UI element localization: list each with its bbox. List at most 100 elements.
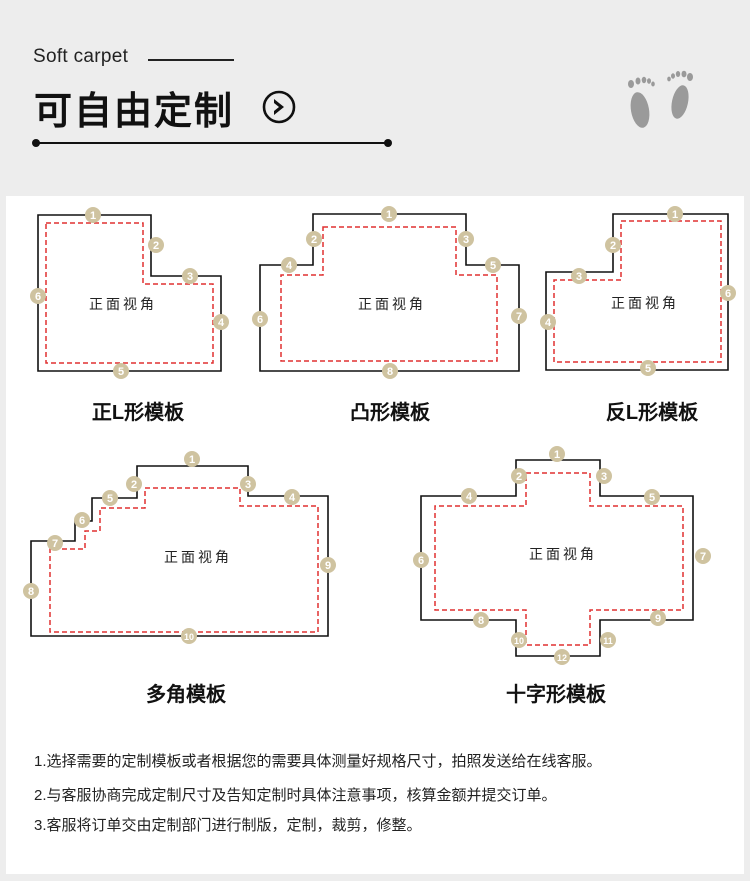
svg-text:5: 5 <box>490 260 496 272</box>
view-label: 正面视角 <box>358 296 426 312</box>
template-outline <box>37 214 222 372</box>
marker-5: 5 <box>640 360 656 376</box>
marker-4: 4 <box>540 314 556 330</box>
instruction-1: 1.选择需要的定制模板或者根据您的需要具体测量好规格尺寸，拍照发送给在线客服。 <box>34 753 602 770</box>
svg-text:6: 6 <box>725 288 731 300</box>
template-dashed-line <box>280 226 498 362</box>
marker-6: 6 <box>413 552 429 568</box>
template-shape-2: 正面视角 1 2 3 4 5 6 7 8 <box>252 206 527 379</box>
svg-text:1: 1 <box>90 210 96 222</box>
svg-text:1: 1 <box>386 209 392 221</box>
marker-6: 6 <box>252 311 268 327</box>
marker-10: 10 <box>181 628 197 644</box>
instruction-3: 3.客服将订单交由定制部门进行制版，定制，裁剪，修整。 <box>34 817 422 834</box>
template-outline <box>259 213 520 372</box>
marker-1: 1 <box>85 207 101 223</box>
template-outline <box>545 213 729 371</box>
subtitle: Soft carpet <box>33 46 129 67</box>
marker-3: 3 <box>182 268 198 284</box>
marker-8: 8 <box>23 583 39 599</box>
marker-5: 5 <box>485 257 501 273</box>
circle-arrow-right-icon <box>262 90 296 124</box>
template-outline <box>420 459 694 657</box>
svg-text:9: 9 <box>655 613 661 625</box>
marker-5: 5 <box>644 489 660 505</box>
templates-panel <box>6 196 744 874</box>
view-label: 正面视角 <box>89 296 157 312</box>
svg-text:8: 8 <box>387 366 393 378</box>
svg-text:1: 1 <box>554 449 560 461</box>
marker-8: 8 <box>382 363 398 379</box>
template-label-tu: 凸形模板 <box>350 402 430 424</box>
divider-dot-right <box>384 139 392 147</box>
marker-4: 4 <box>213 314 229 330</box>
svg-text:5: 5 <box>118 366 124 378</box>
marker-3: 3 <box>571 268 587 284</box>
svg-text:5: 5 <box>645 363 651 375</box>
svg-text:4: 4 <box>289 492 296 504</box>
svg-text:2: 2 <box>153 240 159 252</box>
marker-12: 12 <box>554 649 570 665</box>
view-label: 正面视角 <box>611 295 679 311</box>
svg-text:7: 7 <box>700 551 706 563</box>
template-label-shizi: 十字形模板 <box>506 684 606 706</box>
marker-7: 7 <box>511 308 527 324</box>
view-label: 正面视角 <box>529 546 597 562</box>
header: Soft carpet 可自由定制 <box>0 0 750 190</box>
svg-text:4: 4 <box>286 260 293 272</box>
template-shape-1: 正面视角 1 2 3 4 5 6 <box>30 207 229 379</box>
marker-1: 1 <box>667 206 683 222</box>
marker-4: 4 <box>461 488 477 504</box>
divider-dot-left <box>32 139 40 147</box>
svg-text:10: 10 <box>514 636 524 646</box>
svg-text:3: 3 <box>576 271 582 283</box>
svg-text:7: 7 <box>516 311 522 323</box>
svg-text:4: 4 <box>218 317 225 329</box>
svg-text:11: 11 <box>603 636 613 646</box>
template-label-duojiao: 多角模板 <box>146 684 226 706</box>
marker-11: 11 <box>600 632 616 648</box>
svg-text:6: 6 <box>79 515 85 527</box>
svg-text:1: 1 <box>672 209 678 221</box>
marker-9: 9 <box>650 610 666 626</box>
marker-7: 7 <box>47 535 63 551</box>
marker-4: 4 <box>281 257 297 273</box>
page-title: 可自由定制 <box>34 91 235 133</box>
svg-text:6: 6 <box>418 555 424 567</box>
marker-2: 2 <box>605 237 621 253</box>
subtitle-underline <box>148 59 234 61</box>
marker-9: 9 <box>320 557 336 573</box>
svg-text:3: 3 <box>463 234 469 246</box>
marker-2: 2 <box>306 231 322 247</box>
marker-5: 5 <box>102 490 118 506</box>
svg-text:5: 5 <box>649 492 655 504</box>
marker-6: 6 <box>30 288 46 304</box>
header-divider <box>36 142 388 144</box>
svg-text:2: 2 <box>131 479 137 491</box>
view-label: 正面视角 <box>164 549 232 565</box>
svg-text:10: 10 <box>184 632 194 642</box>
svg-text:4: 4 <box>466 491 473 503</box>
marker-2: 2 <box>511 468 527 484</box>
svg-text:3: 3 <box>245 479 251 491</box>
svg-text:2: 2 <box>610 240 616 252</box>
svg-text:9: 9 <box>325 560 331 572</box>
svg-text:4: 4 <box>545 317 552 329</box>
template-shape-3: 正面视角 1 2 3 4 5 6 <box>540 206 736 376</box>
marker-6: 6 <box>720 285 736 301</box>
marker-3: 3 <box>240 476 256 492</box>
marker-3: 3 <box>458 231 474 247</box>
svg-text:1: 1 <box>189 454 195 466</box>
template-dashed-line <box>553 220 722 363</box>
svg-text:6: 6 <box>35 291 41 303</box>
template-outline <box>30 465 329 637</box>
marker-1: 1 <box>549 446 565 462</box>
marker-7: 7 <box>695 548 711 564</box>
svg-text:3: 3 <box>601 471 607 483</box>
template-label-fan-l: 反L形模板 <box>605 402 699 424</box>
marker-1: 1 <box>184 451 200 467</box>
svg-text:6: 6 <box>257 314 263 326</box>
instruction-2: 2.与客服协商完成定制尺寸及告知定制时具体注意事项，核算金额并提交订单。 <box>34 787 557 804</box>
footprints-icon <box>628 70 693 128</box>
